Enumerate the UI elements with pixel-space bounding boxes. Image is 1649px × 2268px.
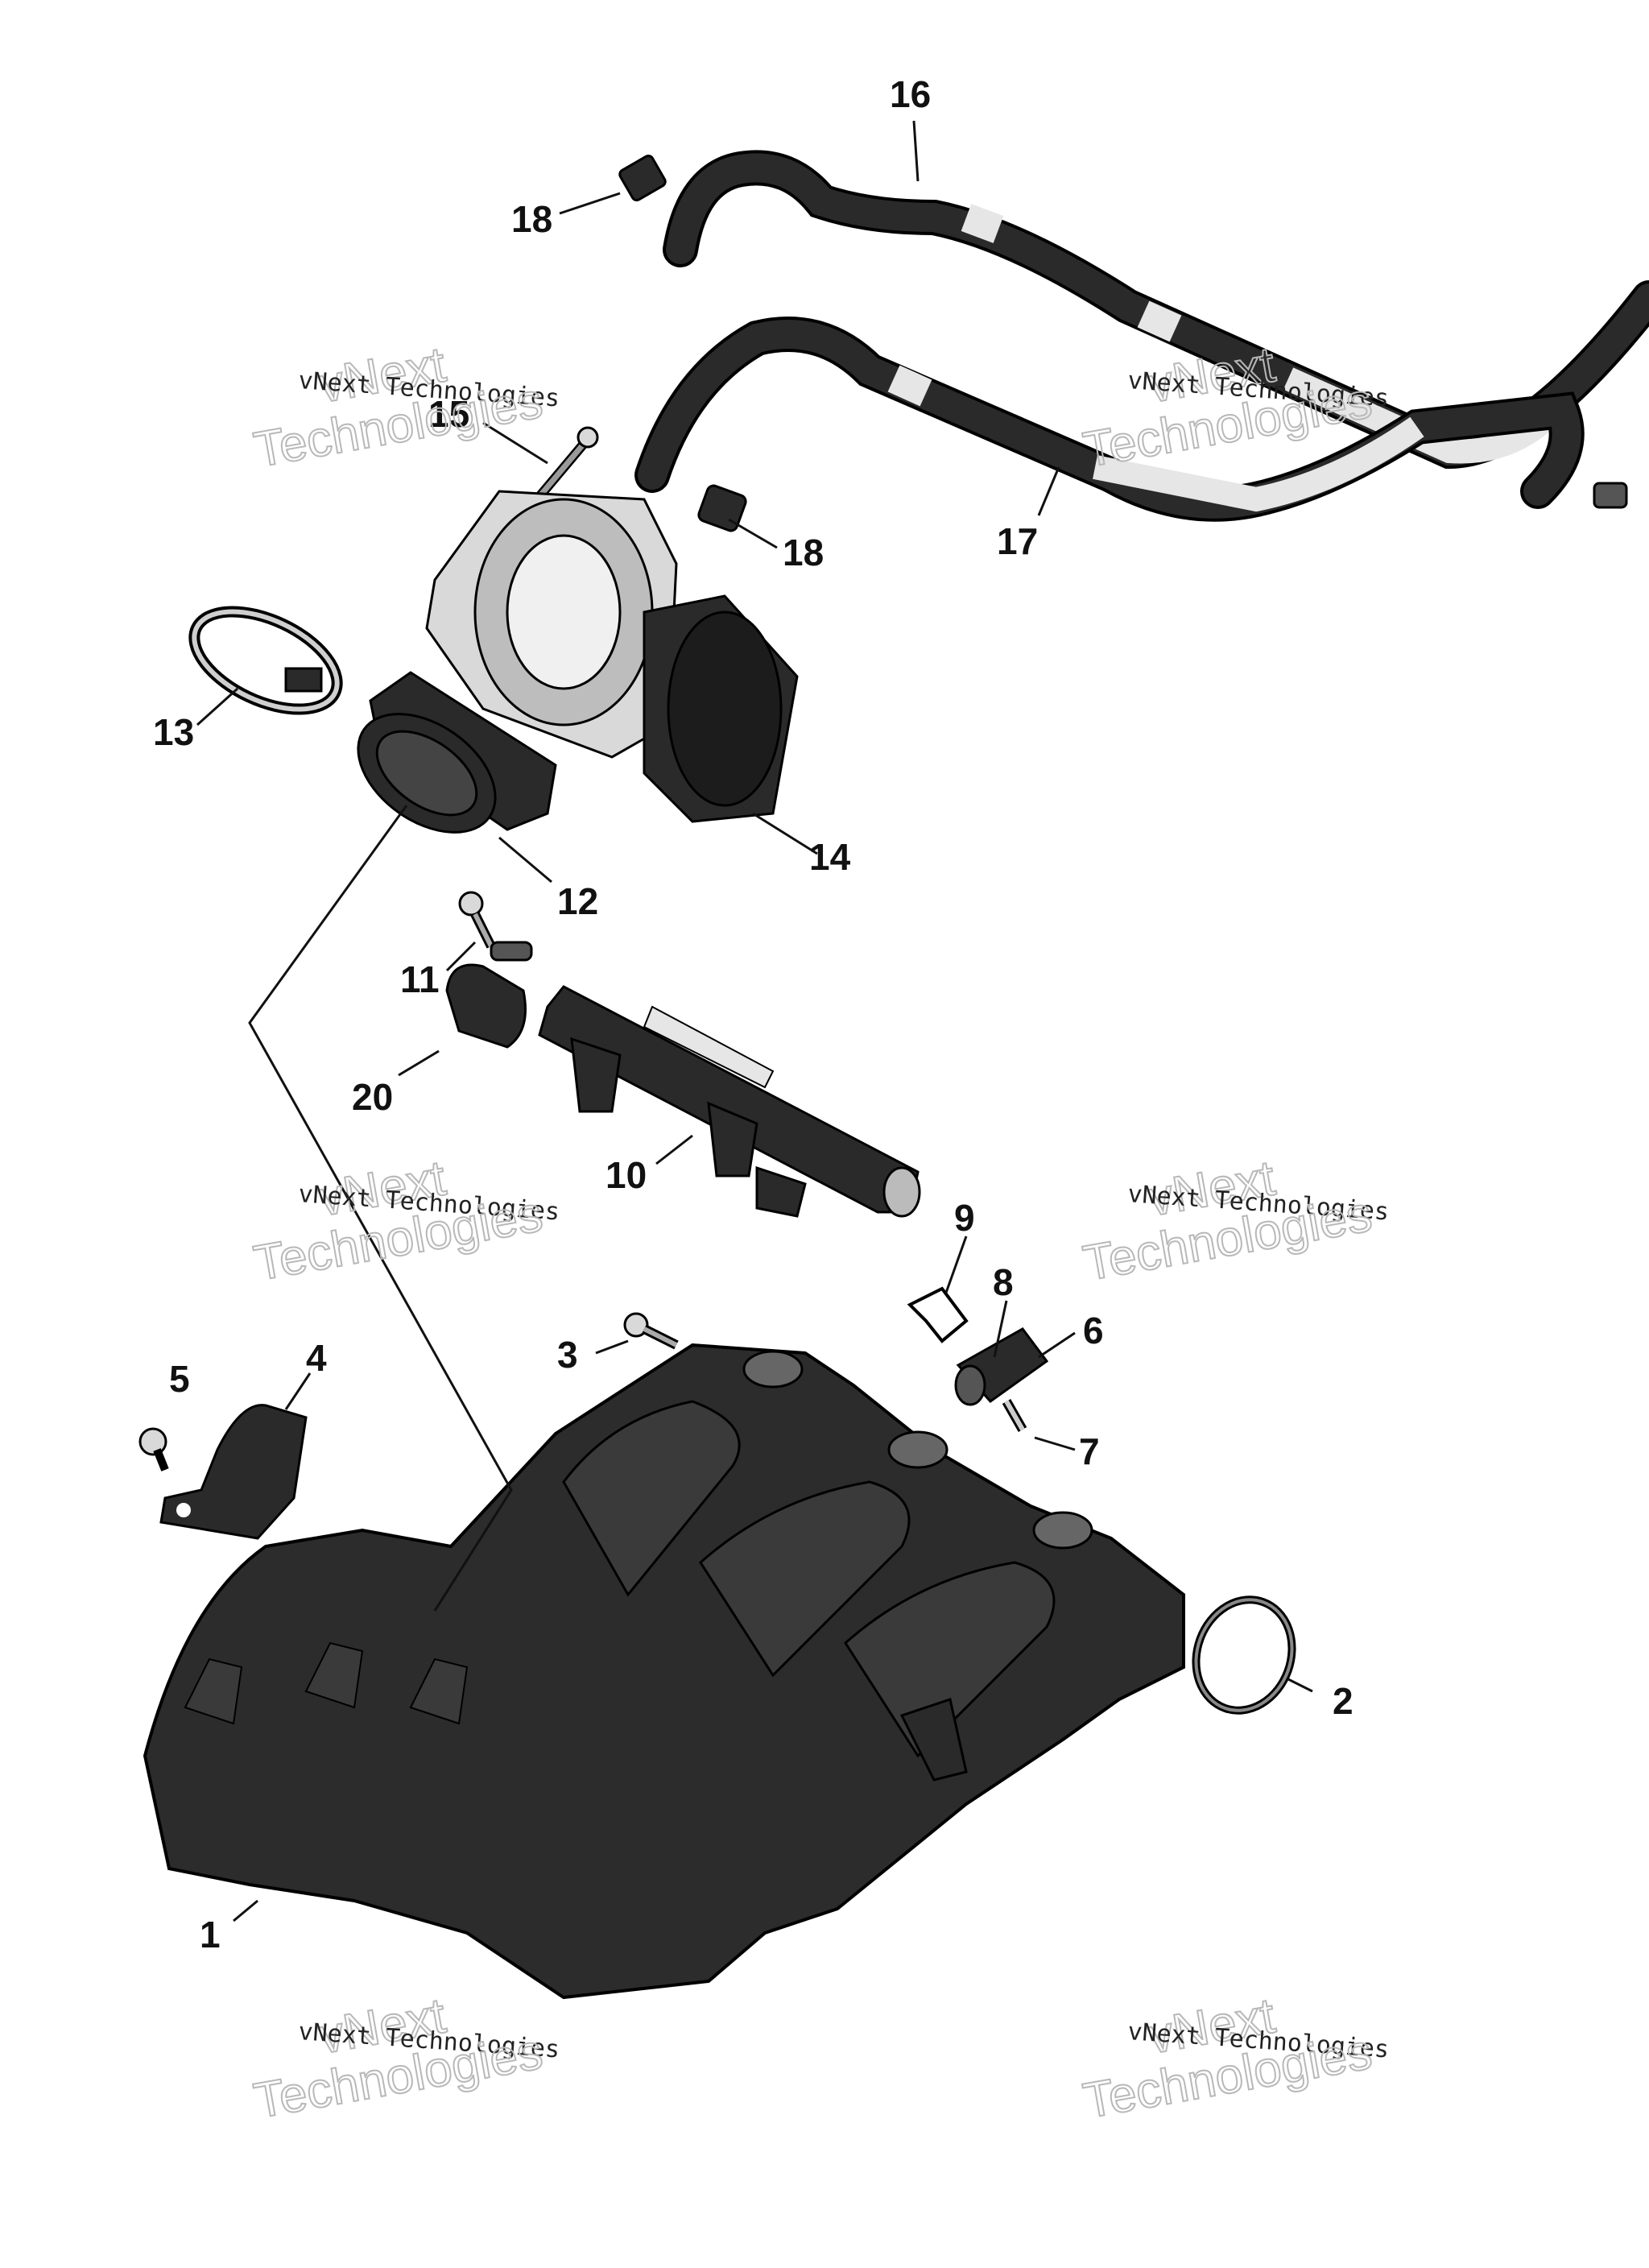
callout-1: 1 — [200, 1914, 221, 1956]
screw-5 — [138, 1427, 169, 1471]
callout-7: 7 — [1079, 1430, 1100, 1472]
clamp-18-upper — [618, 155, 667, 201]
throttle-body-14 — [425, 490, 799, 823]
callout-9: 9 — [954, 1197, 975, 1239]
callout-8: 8 — [993, 1261, 1014, 1303]
callout-13: 13 — [153, 711, 194, 753]
fuel-rail-10 — [538, 985, 921, 1218]
callout-3: 3 — [557, 1334, 578, 1376]
injector-8 — [954, 1327, 1049, 1432]
clamp-13 — [188, 606, 343, 715]
callout-14: 14 — [809, 836, 851, 878]
screw-11 — [458, 891, 496, 949]
callout-labels: 1 2 3 4 5 6 7 8 9 10 11 12 13 14 15 16 1… — [153, 73, 1354, 1956]
o-ring-2 — [1192, 1595, 1296, 1715]
throttle-adapter-12 — [357, 671, 557, 834]
watermark: vNext vNext Technologies Technologies — [249, 336, 560, 478]
callout-20: 20 — [352, 1076, 393, 1118]
callout-18-upper: 18 — [511, 198, 552, 240]
callout-4: 4 — [306, 1337, 327, 1379]
callout-16: 16 — [890, 73, 931, 115]
clip-9 — [907, 1286, 969, 1343]
hose-17 — [634, 317, 1585, 522]
intake-manifold-1 — [143, 1343, 1185, 2000]
screw-3 — [623, 1312, 679, 1350]
callout-5: 5 — [169, 1358, 190, 1400]
leader-lines — [196, 120, 1313, 1922]
callout-11: 11 — [400, 958, 440, 1000]
callout-15: 15 — [428, 393, 469, 435]
callout-6: 6 — [1083, 1310, 1104, 1351]
callout-18-lower: 18 — [783, 532, 824, 573]
clamp-18-right — [1593, 482, 1628, 509]
bracket-20 — [445, 941, 533, 1049]
watermark: vNext vNext Technologies Technologies — [1078, 1987, 1390, 2129]
callout-17: 17 — [997, 520, 1038, 562]
callout-10: 10 — [605, 1154, 647, 1196]
callout-2: 2 — [1333, 1680, 1354, 1722]
watermark: vNext vNext Technologies Technologies — [1078, 1149, 1390, 1292]
watermark: vNext vNext Technologies Technologies — [249, 1987, 560, 2129]
clamp-18-lower — [697, 484, 747, 532]
callout-12: 12 — [557, 880, 598, 922]
map-sensor-4 — [159, 1404, 308, 1540]
watermark: vNext vNext Technologies Technologies — [249, 1149, 560, 1292]
